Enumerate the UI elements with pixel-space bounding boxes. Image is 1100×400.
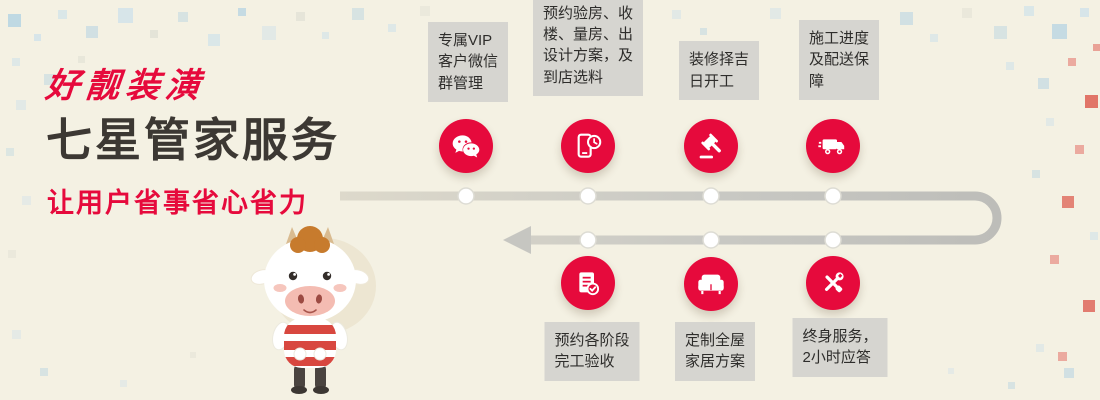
mosaic-square [296, 12, 305, 21]
mosaic-square [352, 8, 364, 20]
mosaic-square [420, 6, 430, 16]
brand-name: 好靓装潢 [43, 67, 208, 105]
mosaic-square [16, 100, 26, 110]
mosaic-square [1036, 344, 1044, 352]
mosaic-square [700, 28, 707, 35]
timeline-node [579, 187, 597, 205]
mosaic-square [118, 8, 133, 23]
timeline-node [579, 231, 597, 249]
sofa-icon [684, 257, 738, 311]
step-label-appointment: 预约验房、收 楼、量房、出 设计方案，及 到店选料 [532, 0, 644, 96]
mosaic-square [8, 250, 16, 258]
mosaic-square [44, 74, 55, 85]
mosaic-square [12, 330, 21, 339]
mosaic-square [1083, 300, 1095, 312]
mosaic-square [1046, 118, 1054, 126]
mosaic-square [1052, 24, 1067, 39]
mosaic-square [12, 58, 20, 66]
tagline: 让用户省事省心省力 [47, 188, 308, 218]
mosaic-square [948, 368, 954, 374]
mosaic-square [190, 352, 196, 358]
mosaic-square [994, 26, 1007, 39]
timeline-line [340, 191, 1002, 245]
mosaic-square [388, 24, 396, 32]
step-label-stage-acceptance: 预约各阶段 完工验收 [544, 322, 640, 381]
mosaic-square [1006, 62, 1014, 70]
mosaic-square [1050, 255, 1059, 264]
mosaic-square [120, 380, 127, 387]
mosaic-square [770, 8, 781, 19]
service-title: 七星管家服务 [46, 114, 340, 166]
mosaic-square [208, 34, 220, 46]
mosaic-square [1068, 58, 1076, 66]
mosaic-square [238, 8, 246, 16]
tools-icon [806, 256, 860, 310]
timeline-node [824, 231, 842, 249]
mosaic-square [34, 34, 41, 41]
mosaic-square [1032, 170, 1040, 178]
wechat-icon [439, 119, 493, 173]
mosaic-square [262, 26, 276, 40]
step-label-whole-house-plan: 定制全屋 家居方案 [674, 322, 756, 381]
mosaic-square [1090, 232, 1098, 240]
mosaic-square [22, 196, 31, 205]
mosaic-square [930, 34, 938, 42]
mosaic-square [150, 30, 158, 38]
delivery-truck-icon [806, 119, 860, 173]
mosaic-square [178, 12, 188, 22]
mosaic-square [1024, 6, 1034, 16]
mosaic-square [322, 32, 329, 39]
mosaic-square [1075, 145, 1084, 154]
mosaic-square [6, 148, 14, 156]
step-label-auspicious-start: 装修择吉 日开工 [678, 41, 760, 100]
mosaic-square [1080, 8, 1089, 17]
mosaic-square [86, 26, 98, 38]
step-label-progress-delivery: 施工进度 及配送保 障 [798, 20, 880, 100]
timeline-node [702, 187, 720, 205]
mosaic-square [1093, 44, 1100, 51]
timeline-node [702, 231, 720, 249]
mascot-cow [250, 226, 376, 394]
mosaic-square [962, 8, 972, 18]
checklist-icon [561, 256, 615, 310]
mosaic-square [1064, 368, 1074, 378]
mosaic-square [1058, 352, 1067, 361]
mosaic-square [900, 12, 913, 25]
mosaic-square [40, 368, 48, 376]
mosaic-square [1008, 382, 1015, 389]
mosaic-square [1062, 196, 1074, 208]
timeline-node [457, 187, 475, 205]
gavel-icon [684, 119, 738, 173]
mosaic-square [58, 10, 67, 19]
mosaic-square [8, 14, 21, 27]
step-label-vip-wechat: 专属VIP 客户微信 群管理 [427, 22, 509, 102]
timeline-node [824, 187, 842, 205]
mosaic-square [1085, 95, 1098, 108]
mosaic-square [78, 56, 85, 63]
timeline-arrowhead-icon [503, 226, 531, 254]
mosaic-square [1038, 78, 1049, 89]
step-label-lifetime-service: 终身服务， 2小时应答 [792, 318, 888, 377]
mosaic-square [672, 10, 681, 19]
phone-clock-icon [561, 119, 615, 173]
